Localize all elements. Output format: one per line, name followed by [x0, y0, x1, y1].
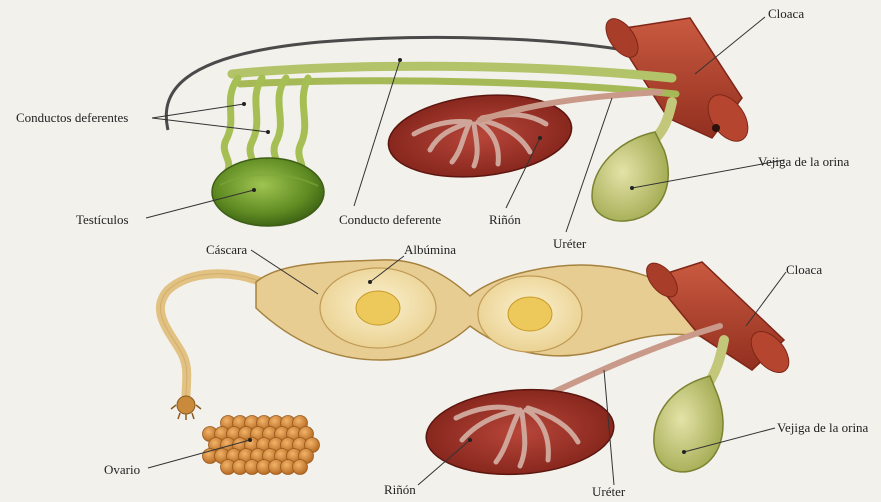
label-male-cloaca: Cloaca — [768, 6, 804, 22]
oviduct-egg-chambers — [256, 260, 712, 360]
testicles — [212, 158, 324, 226]
label-male-rinon: Riñón — [489, 212, 521, 228]
ovary — [203, 416, 320, 475]
male-cloaca — [600, 13, 756, 148]
ovary-follicle — [293, 460, 308, 475]
label-cascara: Cáscara — [206, 242, 247, 258]
label-male-vejiga: Vejiga de la orina — [758, 154, 849, 170]
label-conducto-deferente: Conducto deferente — [339, 212, 441, 228]
label-albumina: Albúmina — [404, 242, 456, 258]
male-system — [166, 13, 756, 226]
label-female-vejiga: Vejiga de la orina — [777, 420, 868, 436]
female-system — [160, 258, 796, 481]
infundibulum — [171, 396, 201, 420]
label-female-ureter: Uréter — [592, 484, 625, 500]
label-ovario: Ovario — [104, 462, 140, 478]
female-kidney — [423, 384, 616, 481]
label-conductos-deferentes: Conductos deferentes — [16, 110, 128, 126]
label-male-ureter: Uréter — [553, 236, 586, 252]
label-testiculos: Testículos — [76, 212, 129, 228]
female-bladder — [654, 340, 724, 472]
oviduct-tube — [160, 274, 262, 398]
male-duct-upper — [232, 66, 672, 78]
label-female-cloaca: Cloaca — [786, 262, 822, 278]
label-female-rinon: Riñón — [384, 482, 416, 498]
